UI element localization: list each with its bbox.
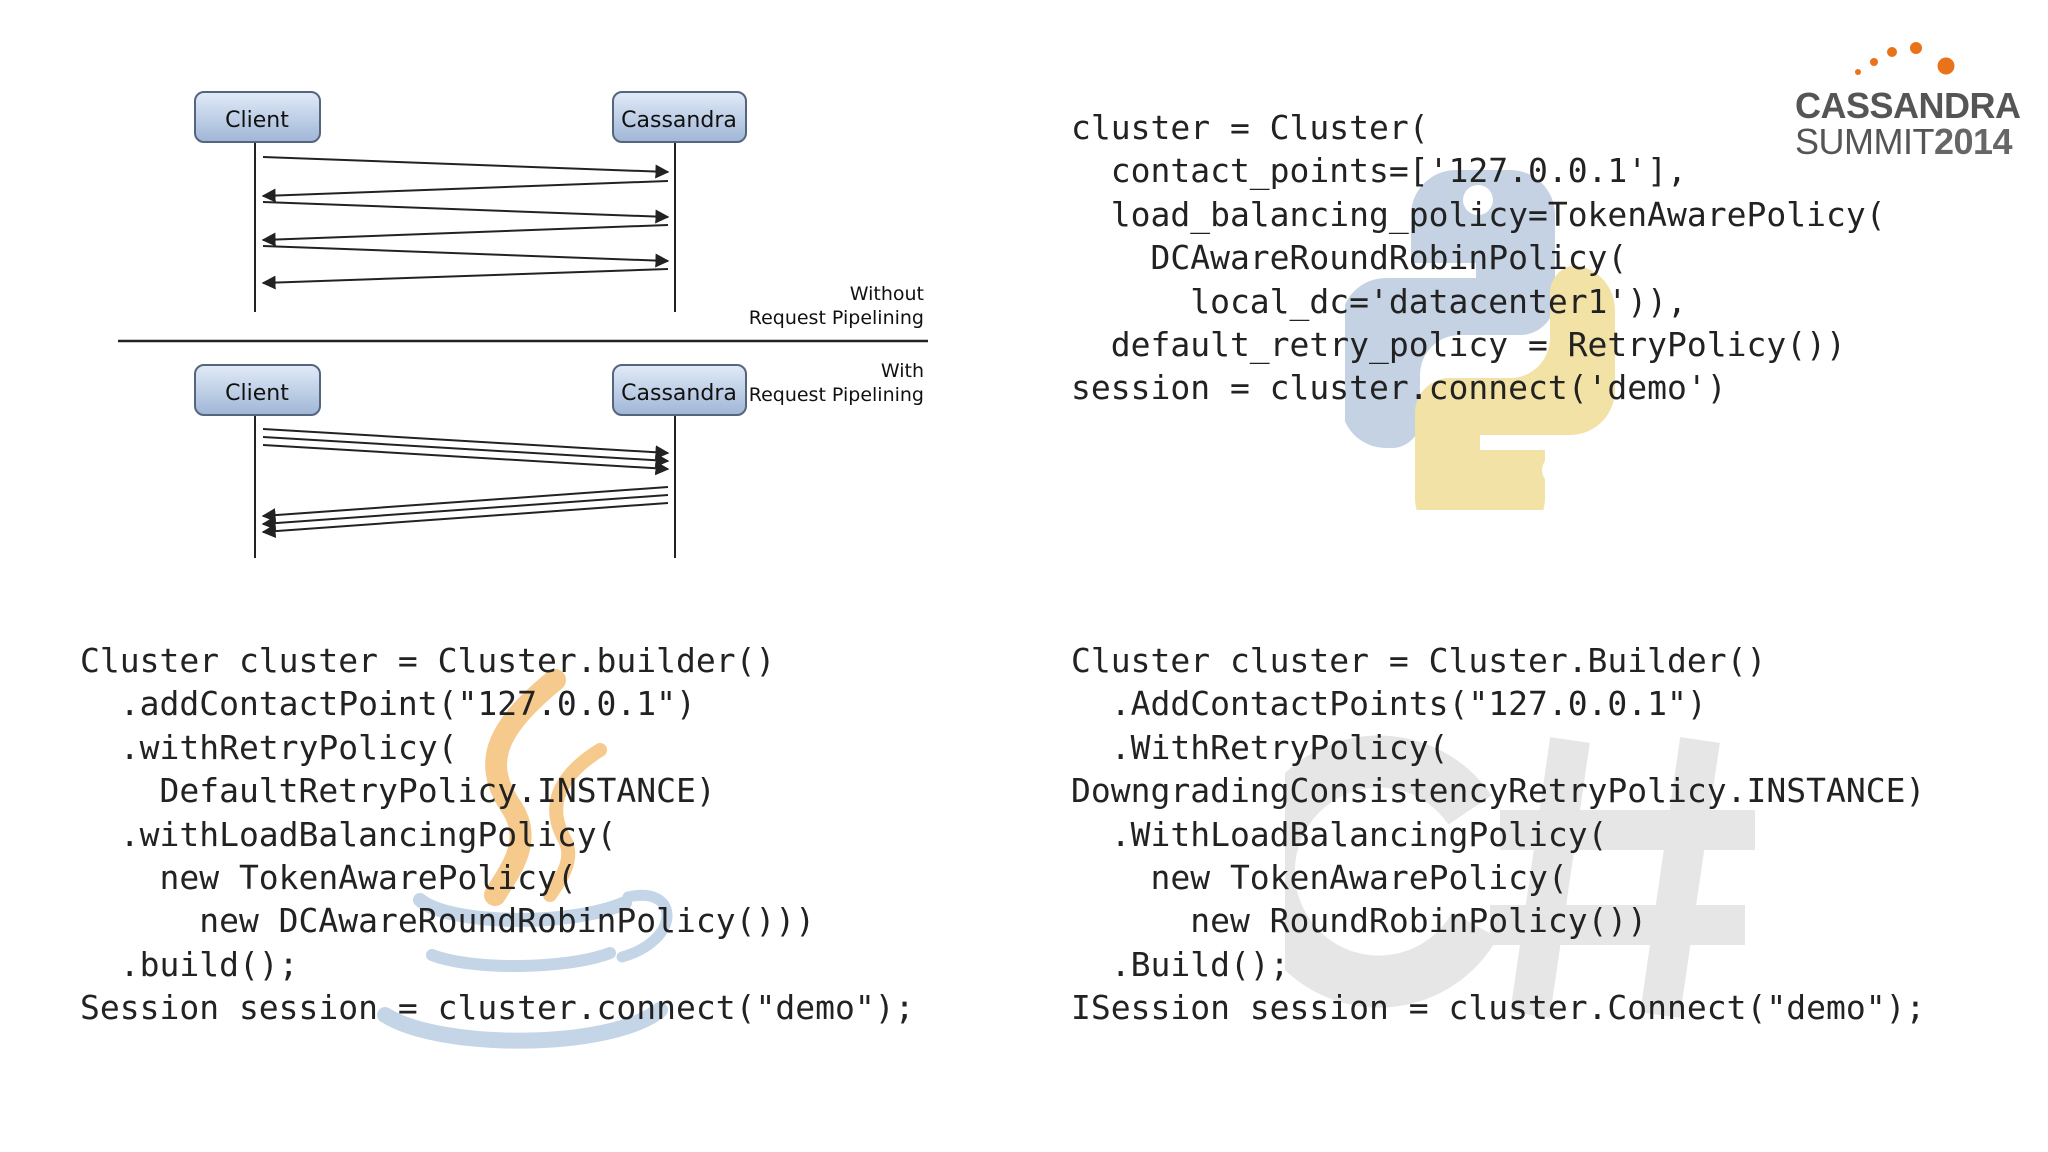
python-code-snippet: cluster = Cluster( contact_points=['127.… <box>1071 108 1886 408</box>
client-box-label-2: Client <box>225 381 289 406</box>
with-label-line2: Request Pipelining <box>749 384 924 406</box>
diagram-with-pipelining: With Request Pipelining Client Cassandra <box>194 360 924 558</box>
cassandra-summit-logo: CASSANDRA SUMMIT2014 <box>1795 88 2021 160</box>
brand-summit-text: SUMMIT <box>1795 121 1934 162</box>
csharp-logo-icon <box>1285 735 1755 1018</box>
brand-line2: SUMMIT2014 <box>1795 124 2021 160</box>
cassandra-box-label: Cassandra <box>621 108 737 133</box>
diagram-without-pipelining: Client Cassandra Without Request Pipelin… <box>194 91 924 329</box>
without-label-line1: Without <box>850 283 924 305</box>
cassandra-box-label-2: Cassandra <box>621 381 737 406</box>
java-code-snippet: Cluster cluster = Cluster.builder() .add… <box>80 641 915 1028</box>
brand-year: 2014 <box>1933 121 2013 162</box>
csharp-code-snippet: Cluster cluster = Cluster.Builder() .Add… <box>1071 641 1926 1028</box>
without-label-line2: Request Pipelining <box>749 307 924 329</box>
request-pipelining-diagram: Client Cassandra Without Request Pipelin… <box>118 91 928 558</box>
client-box-label: Client <box>225 108 289 133</box>
brand-line1: CASSANDRA <box>1795 85 2021 126</box>
python-logo-icon <box>1345 170 1615 510</box>
java-logo-icon <box>377 669 673 1049</box>
with-label-line1: With <box>881 360 924 382</box>
summit-dots-icon <box>1855 42 1955 75</box>
